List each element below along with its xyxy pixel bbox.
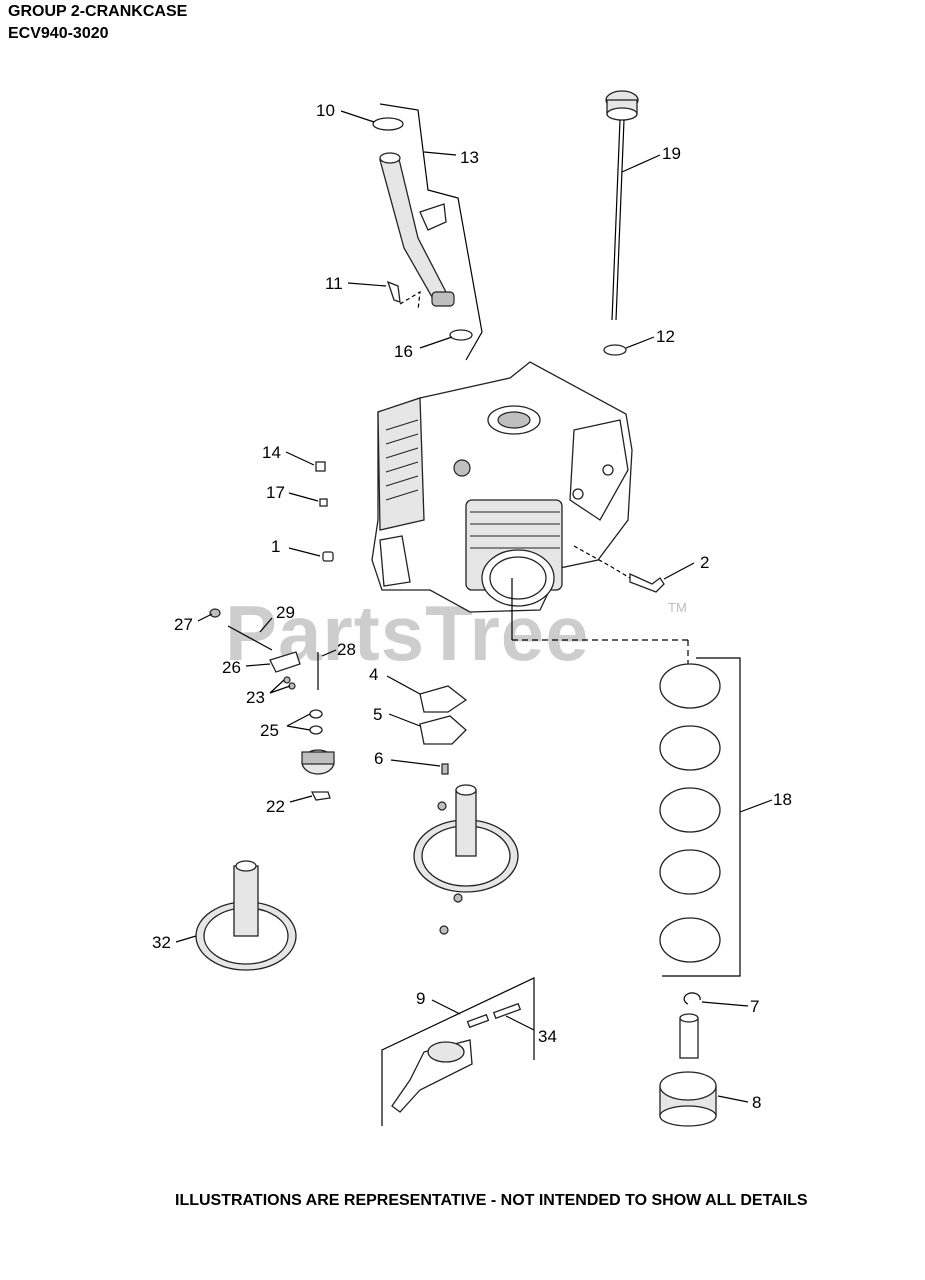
callout-26: 26 [222, 658, 241, 677]
small-hardware [315, 461, 665, 593]
group-title: GROUP 2-CRANKCASE [8, 3, 188, 20]
callout-25: 25 [260, 721, 279, 740]
balance-plates [419, 685, 468, 775]
plug-part-17 [319, 498, 328, 507]
callout-17: 17 [266, 483, 285, 502]
callout-18: 18 [773, 790, 792, 809]
callout-27: 27 [174, 615, 193, 634]
callout-32: 32 [152, 933, 171, 952]
leader-lines [175, 110, 773, 1103]
bracket-part-26 [269, 651, 301, 673]
governor-assembly [209, 608, 335, 801]
o-ring-part-16 [449, 329, 473, 341]
rod-group-bracket [381, 977, 535, 1126]
camshaft-part-32 [195, 860, 297, 971]
callout-12: 12 [656, 327, 675, 346]
connecting-rod-assembly [381, 977, 535, 1126]
callout-8: 8 [752, 1093, 761, 1112]
screw-part-6 [441, 763, 449, 775]
crankcase-block [371, 361, 689, 690]
washers-part-25 [309, 725, 323, 735]
nut-part-27 [209, 608, 221, 618]
dipstick-part-19 [611, 119, 621, 321]
piston-rings-part-18 [659, 657, 741, 977]
bolt-part-34 [492, 1002, 522, 1020]
oil-fill-tube-assembly [372, 103, 483, 361]
camshaft-gear-center [413, 784, 519, 935]
callout-7: 7 [750, 997, 759, 1016]
callout-2: 2 [700, 553, 709, 572]
disclaimer-footer: ILLUSTRATIONS ARE REPRESENTATIVE - NOT I… [175, 1192, 808, 1209]
callout-34: 34 [538, 1027, 557, 1046]
trademark-mark: TM [668, 600, 687, 615]
plate-part-5 [419, 715, 467, 745]
clip-part-7 [683, 992, 701, 1005]
callout-10: 10 [316, 101, 335, 120]
oil-fill-tube-part-13 [379, 154, 449, 305]
callout-19: 19 [662, 144, 681, 163]
callout-4: 4 [369, 665, 378, 684]
screw-part-11 [386, 280, 401, 303]
model-number: ECV940-3020 [8, 25, 109, 42]
callout-6: 6 [374, 749, 383, 768]
callout-13: 13 [460, 148, 479, 167]
o-ring-part-10 [372, 117, 404, 131]
callout-9: 9 [416, 989, 425, 1008]
callout-22: 22 [266, 797, 285, 816]
callout-1: 1 [271, 537, 280, 556]
callout-14: 14 [262, 443, 281, 462]
shaft-part-29 [227, 625, 273, 651]
plug-part-1 [322, 551, 334, 562]
tube-group-bracket-line [379, 103, 483, 361]
callout-5: 5 [373, 705, 382, 724]
callout-28: 28 [337, 640, 356, 659]
piston-part-8 [659, 1071, 717, 1101]
part-22 [310, 791, 331, 801]
piston-pin [679, 1017, 699, 1059]
piston-assembly [659, 992, 717, 1127]
plate-part-4 [419, 685, 468, 713]
callout-16: 16 [394, 342, 413, 361]
callout-23: 23 [246, 688, 265, 707]
tube-part-2 [629, 572, 665, 593]
callout-11: 11 [325, 274, 343, 293]
seal-part-12 [603, 344, 627, 356]
dipstick-assembly [603, 90, 639, 356]
plug-part-14 [315, 461, 326, 472]
callout-29: 29 [276, 603, 295, 622]
